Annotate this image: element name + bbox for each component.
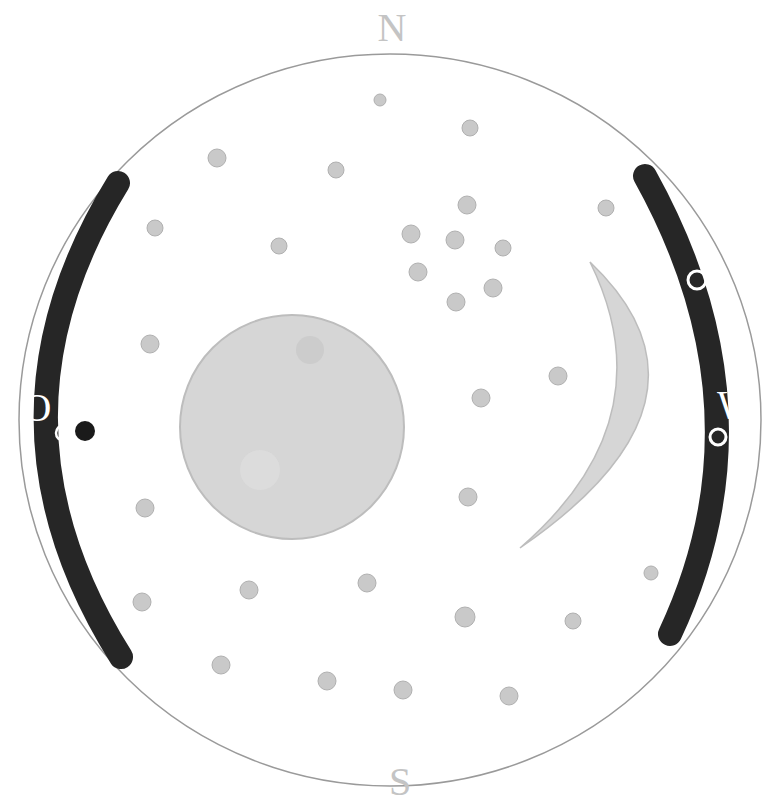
compass-west: W (717, 385, 755, 425)
star (394, 681, 412, 699)
hole-ring (688, 271, 706, 289)
star (462, 120, 478, 136)
crescent-moon (520, 262, 648, 548)
dark-dot (75, 421, 95, 441)
moon-texture (296, 336, 324, 364)
horizon-arc-west (645, 176, 717, 634)
star (240, 581, 258, 599)
star (409, 263, 427, 281)
star (598, 200, 614, 216)
star (459, 488, 477, 506)
star (500, 687, 518, 705)
full-moon (180, 315, 404, 539)
star (271, 238, 287, 254)
moon-texture (240, 450, 280, 490)
star (141, 335, 159, 353)
star (455, 607, 475, 627)
star (565, 613, 581, 629)
star (136, 499, 154, 517)
compass-south: S (389, 762, 411, 802)
compass-north: N (378, 8, 407, 48)
stars (133, 94, 658, 705)
star (133, 593, 151, 611)
star (374, 94, 386, 106)
hole-ring (710, 429, 726, 445)
star (472, 389, 490, 407)
hole-ring (56, 425, 72, 441)
star (484, 279, 502, 297)
star (644, 566, 658, 580)
star (458, 196, 476, 214)
star (208, 149, 226, 167)
star (446, 231, 464, 249)
disc-outline (19, 54, 761, 786)
star (402, 225, 420, 243)
star (212, 656, 230, 674)
star (549, 367, 567, 385)
star (328, 162, 344, 178)
star (447, 293, 465, 311)
star (358, 574, 376, 592)
star (495, 240, 511, 256)
horizon-arc-east (46, 183, 121, 657)
compass-east: O (23, 388, 52, 428)
star (318, 672, 336, 690)
star (147, 220, 163, 236)
